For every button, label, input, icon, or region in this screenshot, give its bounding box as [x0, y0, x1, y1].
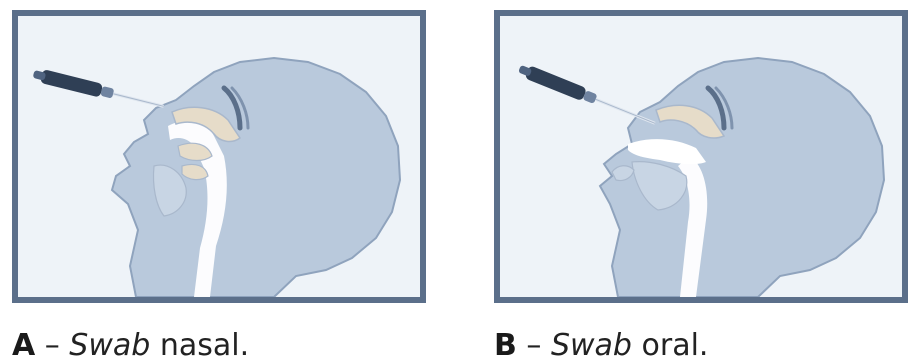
caption-letter: B: [494, 328, 517, 363]
caption-letter: A: [12, 328, 35, 363]
caption-a: A – Swab nasal.: [12, 328, 249, 364]
caption-b: B – Swab oral.: [494, 328, 708, 364]
illustration-frame: [12, 10, 426, 303]
caption-dash: –: [35, 328, 69, 363]
swab: [32, 67, 165, 113]
caption-rest: nasal.: [150, 328, 249, 363]
caption-dash: –: [517, 328, 551, 363]
panel-a: A – Swab nasal.: [12, 10, 426, 362]
caption-rest: oral.: [632, 328, 708, 363]
caption-emphasis: Swab: [551, 328, 632, 363]
illustration-frame: [494, 10, 908, 303]
caption-emphasis: Swab: [69, 328, 150, 363]
panel-b: B – Swab oral.: [494, 10, 908, 362]
oral-swab-illustration: [500, 16, 902, 297]
nasal-swab-illustration: [18, 16, 420, 297]
